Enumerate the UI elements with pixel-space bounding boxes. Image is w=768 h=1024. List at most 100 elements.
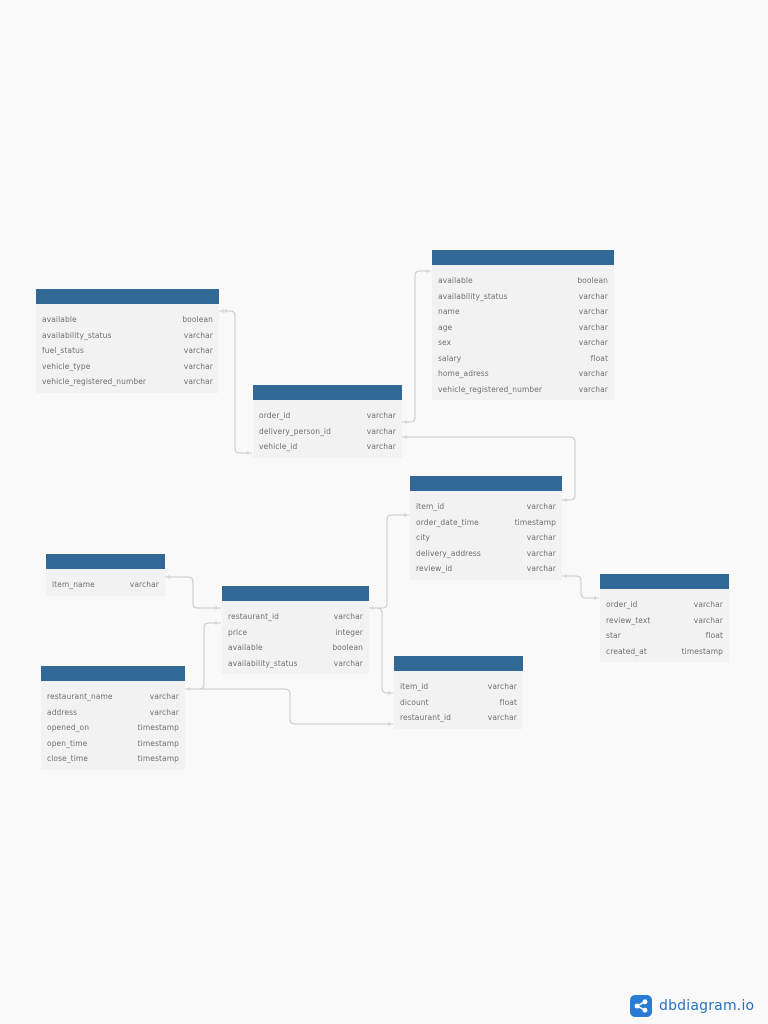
relationship-line bbox=[369, 607, 393, 694]
column-row[interactable]: vehicle_id varchar bbox=[253, 439, 402, 455]
column-row[interactable]: restaurant_id varchar bbox=[222, 609, 369, 625]
share-icon bbox=[630, 995, 652, 1017]
column-row[interactable]: delivery_person_id varchar bbox=[253, 424, 402, 440]
table-header[interactable] bbox=[46, 554, 165, 569]
column-type: varchar bbox=[149, 707, 179, 717]
column-row[interactable]: created_at timestamp bbox=[600, 644, 729, 660]
column-type: varchar bbox=[366, 426, 396, 436]
column-type: timestamp bbox=[137, 754, 179, 764]
column-type: timestamp bbox=[514, 517, 556, 527]
column-row[interactable]: age varchar bbox=[432, 320, 614, 336]
column-name: salary bbox=[438, 353, 462, 363]
table-header[interactable] bbox=[432, 250, 614, 265]
column-name: review_id bbox=[416, 564, 453, 574]
column-type: varchar bbox=[183, 361, 213, 371]
table-header[interactable] bbox=[222, 586, 369, 601]
column-type: varchar bbox=[578, 369, 608, 379]
column-name: name bbox=[438, 307, 460, 317]
column-name: sex bbox=[438, 338, 452, 348]
table-header[interactable] bbox=[41, 666, 185, 681]
column-name: availability_status bbox=[228, 658, 298, 668]
column-name: vehicle_id bbox=[259, 442, 298, 452]
column-type: varchar bbox=[578, 291, 608, 301]
column-type: varchar bbox=[366, 411, 396, 421]
column-type: varchar bbox=[578, 384, 608, 394]
table-header[interactable] bbox=[410, 476, 562, 491]
column-row[interactable]: salary float bbox=[432, 351, 614, 367]
column-type: boolean bbox=[332, 643, 363, 653]
relationship-line bbox=[185, 622, 221, 690]
column-name: vehicle_registered_number bbox=[42, 377, 147, 387]
relationship-line bbox=[369, 514, 409, 609]
relationship-marker bbox=[222, 309, 227, 313]
column-name: restaurant_id bbox=[228, 612, 279, 622]
column-name: age bbox=[438, 322, 453, 332]
column-type: timestamp bbox=[681, 646, 723, 656]
column-row[interactable]: home_adress varchar bbox=[432, 366, 614, 382]
column-row[interactable]: availability_status varchar bbox=[432, 289, 614, 305]
column-type: varchar bbox=[366, 442, 396, 452]
column-name: delivery_person_id bbox=[259, 426, 331, 436]
column-name: created_at bbox=[606, 646, 647, 656]
column-type: varchar bbox=[578, 322, 608, 332]
column-name: home_adress bbox=[438, 369, 489, 379]
column-type: varchar bbox=[526, 502, 556, 512]
table-header[interactable] bbox=[253, 385, 402, 400]
column-type: varchar bbox=[333, 612, 363, 622]
table-header[interactable] bbox=[36, 289, 219, 304]
column-type: timestamp bbox=[137, 723, 179, 733]
relationship-line bbox=[402, 270, 431, 423]
column-name: item_name bbox=[52, 580, 95, 590]
dbdiagram-logo[interactable]: dbdiagram.io bbox=[630, 995, 754, 1017]
column-type: float bbox=[705, 631, 723, 641]
column-type: boolean bbox=[577, 276, 608, 286]
column-type: float bbox=[590, 353, 608, 363]
table-header[interactable] bbox=[600, 574, 729, 589]
column-name: availability_status bbox=[438, 291, 508, 301]
column-name: delivery_address bbox=[416, 548, 481, 558]
table-header[interactable] bbox=[394, 656, 523, 671]
